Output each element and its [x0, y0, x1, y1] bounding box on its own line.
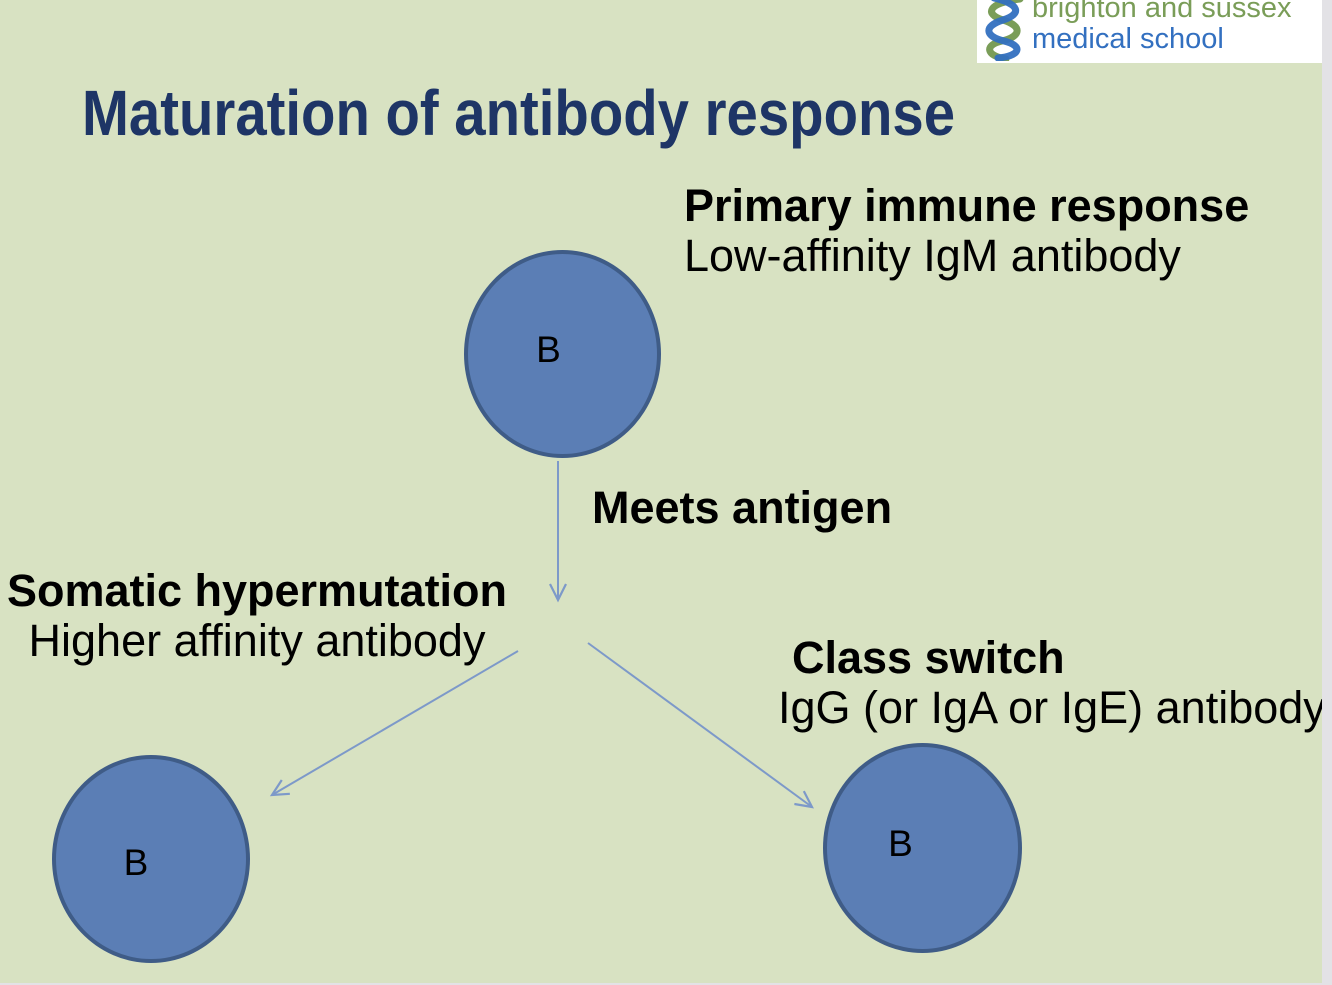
school-logo: brighton and sussex medical school — [977, 0, 1322, 63]
b-cell-label: B — [123, 842, 149, 883]
dna-helix-icon — [985, 0, 1024, 61]
primary-immune-response-subtext: Low-affinity IgM antibody — [684, 230, 1181, 281]
logo-line-1: brighton and sussex — [1032, 0, 1292, 24]
meets-antigen-label: Meets antigen — [592, 482, 893, 533]
b-cell-top: B — [464, 250, 661, 458]
somatic-hypermutation-heading: Somatic hypermutation — [6, 565, 508, 616]
class-switch-subtext: IgG (or IgA or IgE) antibody — [778, 682, 1322, 733]
class-switch-heading: Class switch — [792, 632, 1065, 683]
somatic-hypermutation-subtext: Higher affinity antibody — [28, 615, 486, 666]
arrow-somatic-hypermutation — [269, 650, 519, 797]
page-title: Maturation of antibody response — [82, 77, 956, 149]
somatic-hypermutation-label: Somatic hypermutation Higher affinity an… — [0, 566, 514, 666]
class-switch-label: Class switch IgG (or IgA or IgE) antibod… — [778, 633, 1322, 733]
b-cell-bottom-right: B — [823, 743, 1022, 953]
b-cell-label: B — [536, 329, 561, 370]
logo-line-2: medical school — [1032, 23, 1224, 55]
primary-immune-response-label: Primary immune response Low-affinity IgM… — [684, 181, 1249, 281]
primary-immune-response-heading: Primary immune response — [684, 180, 1250, 231]
school-logo-text: brighton and sussex medical school — [1032, 0, 1292, 55]
b-cell-label: B — [888, 823, 913, 864]
b-cell-bottom-left: B — [52, 755, 250, 963]
